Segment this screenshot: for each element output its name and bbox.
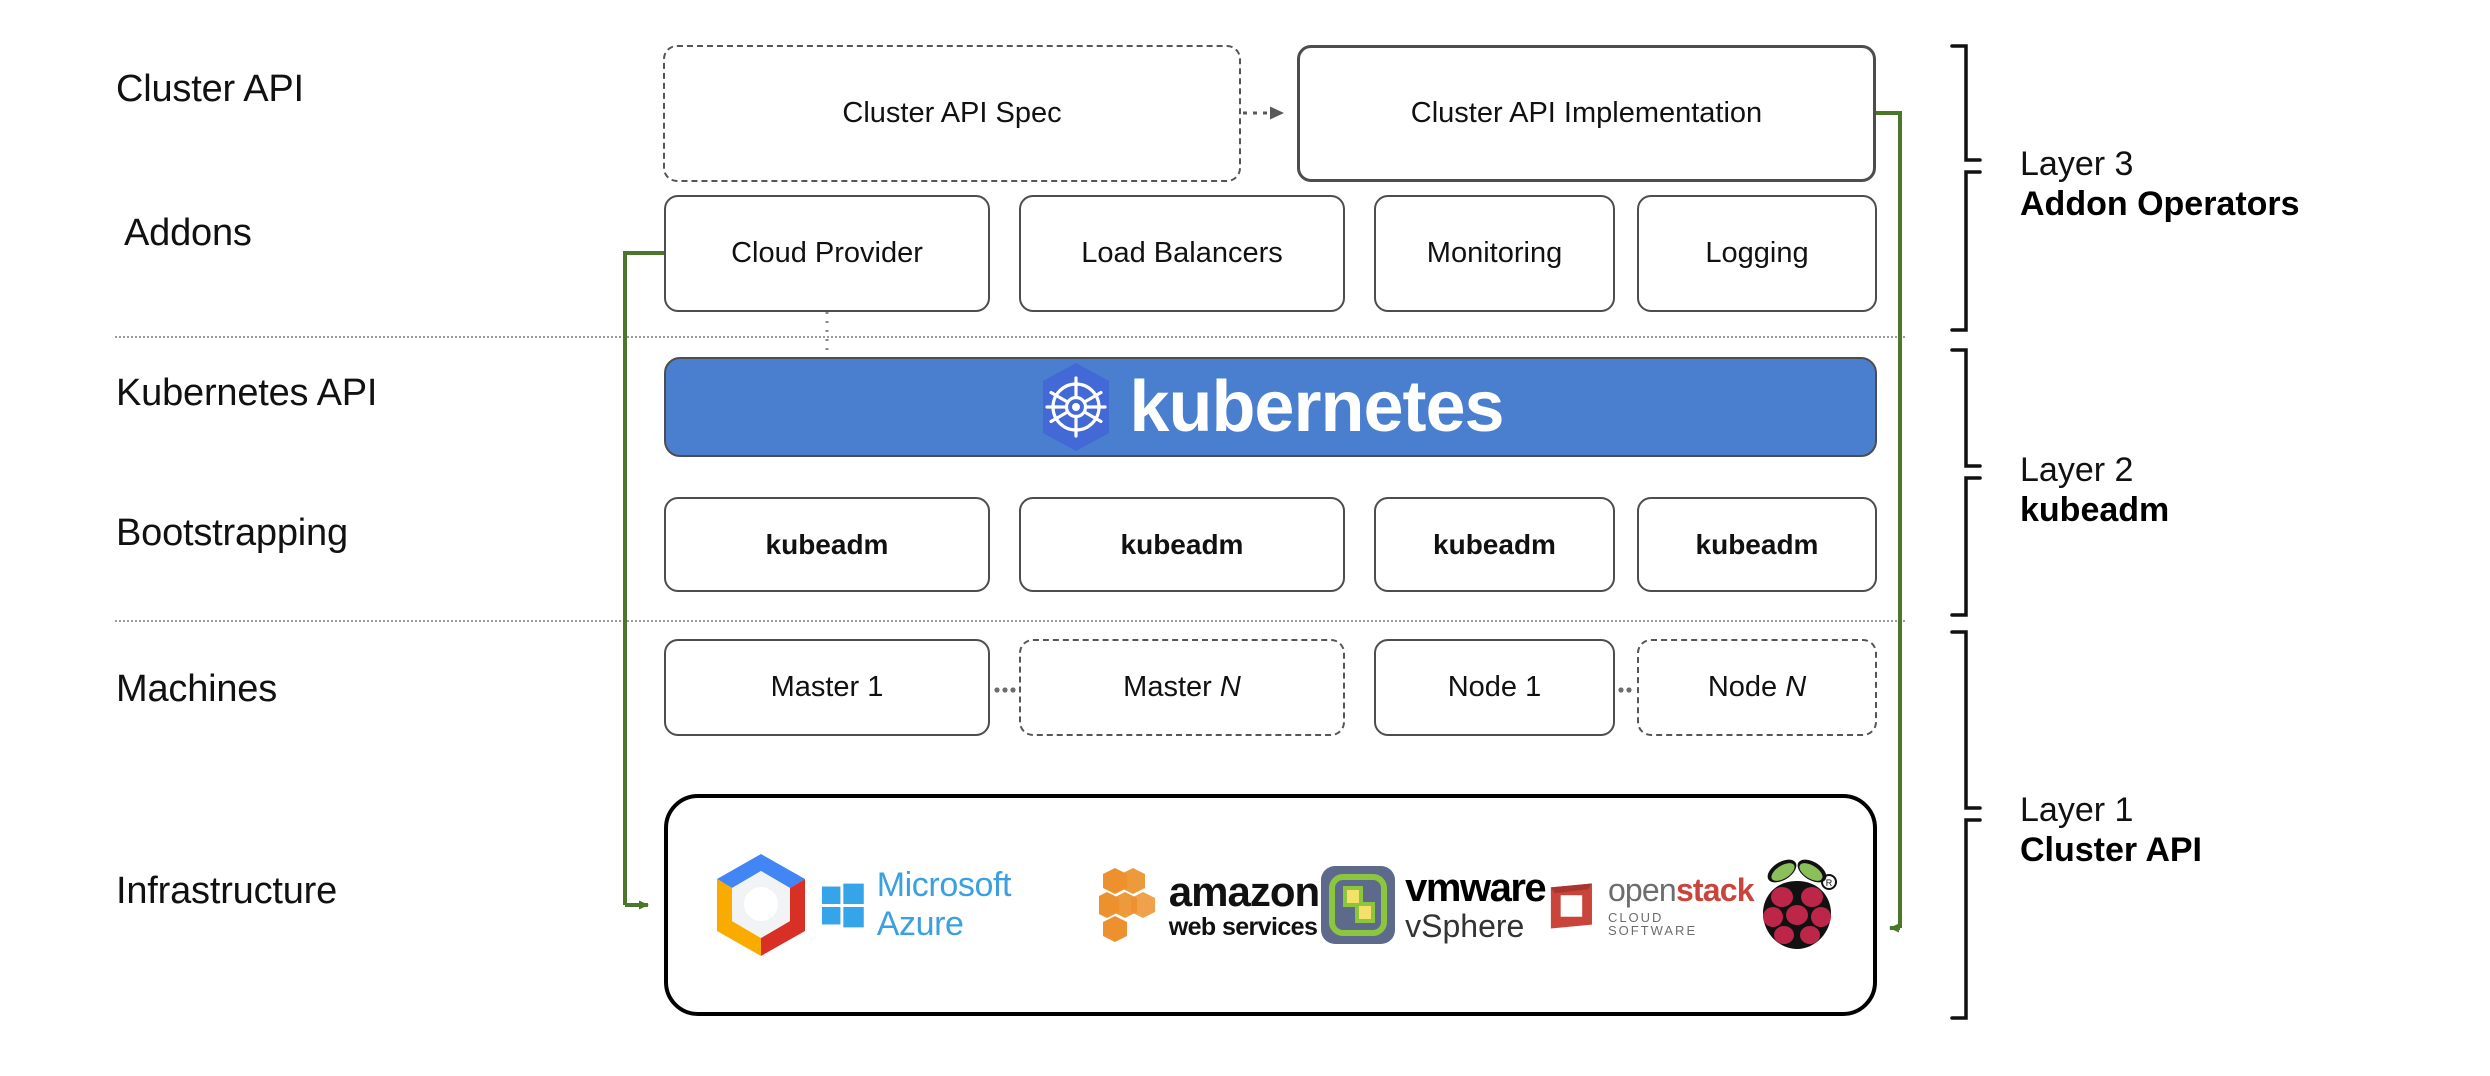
box-node-n[interactable]: Node N <box>1637 639 1877 736</box>
logo-label-azure: Microsoft Azure <box>876 866 1012 943</box>
logo-amazon-web-services: amazon web services <box>1098 850 1320 960</box>
box-logging[interactable]: Logging <box>1637 195 1877 312</box>
infrastructure-providers-box: Microsoft Azure amazon web services <box>664 794 1877 1016</box>
layer-name: kubeadm <box>2020 491 2170 530</box>
box-label: kubeadm <box>1120 528 1244 560</box>
logo-openstack: openstack CLOUD SOFTWARE <box>1545 850 1755 960</box>
box-kubeadm-3[interactable]: kubeadm <box>1374 497 1615 592</box>
layer-number: Layer 3 <box>2020 145 2134 183</box>
logo-label-vmware: vmware <box>1405 866 1546 910</box>
logo-vmware-vsphere: vmware vSphere <box>1319 850 1547 960</box>
box-label: Logging <box>1705 237 1809 269</box>
box-label: Cloud Provider <box>731 237 923 269</box>
box-load-balancers[interactable]: Load Balancers <box>1019 195 1345 312</box>
logo-label-amazon: amazon <box>1168 867 1320 915</box>
machines-ellipsis-1 <box>994 687 1016 693</box>
row-label-machines: Machines <box>116 668 278 710</box>
layer-label-1: Layer 1 Cluster API <box>2020 790 2202 870</box>
logo-label-vsphere: vSphere <box>1405 908 1525 944</box>
logo-label-cloud-software: CLOUD SOFTWARE <box>1607 909 1698 938</box>
box-label: kubeadm <box>1433 528 1556 560</box>
row-label-kubernetes-api: Kubernetes API <box>116 372 378 414</box>
box-label: Node N <box>1707 671 1807 703</box>
layer-label-2: Layer 2 kubeadm <box>2020 450 2169 530</box>
box-cloud-provider[interactable]: Cloud Provider <box>664 195 990 312</box>
box-label: Master N <box>1123 671 1241 703</box>
layer-label-3: Layer 3 Addon Operators <box>2020 144 2300 224</box>
green-connector-right <box>1876 111 1902 933</box>
logo-label-open: open <box>1607 871 1677 908</box>
box-label-italic: N <box>1785 671 1807 703</box>
machines-ellipsis-2 <box>1618 687 1632 693</box>
logo-raspberry-pi: R <box>1755 850 1839 960</box>
green-connector-left <box>623 251 664 910</box>
svg-text:R: R <box>1826 878 1833 888</box>
bracket-layer-2 <box>1950 348 1982 617</box>
box-kubeadm-2[interactable]: kubeadm <box>1019 497 1345 592</box>
box-label: Monitoring <box>1426 237 1563 269</box>
box-label: Node 1 <box>1447 671 1542 703</box>
logo-google-cloud-platform <box>702 850 820 960</box>
row-label-bootstrapping: Bootstrapping <box>116 512 348 554</box>
layer-number: Layer 1 <box>2020 791 2134 829</box>
box-label: Cluster API Spec <box>842 97 1062 129</box>
box-label: Master 1 <box>770 671 884 703</box>
box-master-1[interactable]: Master 1 <box>664 639 990 736</box>
box-master-n[interactable]: Master N <box>1019 639 1345 736</box>
layer-name: Cluster API <box>2020 831 2203 870</box>
logo-microsoft-azure: Microsoft Azure <box>820 850 1099 960</box>
separator-layer2-layer1 <box>115 620 1905 622</box>
kubernetes-api-banner[interactable]: kubernetes <box>664 357 1877 457</box>
row-label-cluster-api: Cluster API <box>116 68 304 110</box>
separator-layer3-layer2 <box>115 336 1905 338</box>
row-label-infrastructure: Infrastructure <box>116 870 338 912</box>
box-label-italic: N <box>1219 671 1241 703</box>
kubernetes-logo-icon <box>1037 361 1115 453</box>
box-cluster-api-implementation[interactable]: Cluster API Implementation <box>1297 45 1876 182</box>
logo-label-stack: stack <box>1675 871 1755 908</box>
box-kubeadm-4[interactable]: kubeadm <box>1637 497 1877 592</box>
box-label: Cluster API Implementation <box>1410 97 1763 129</box>
bracket-layer-3 <box>1950 44 1982 332</box>
layer-name: Addon Operators <box>2020 185 2300 224</box>
box-label: kubeadm <box>1695 528 1819 560</box>
row-label-addons: Addons <box>124 212 252 254</box>
kubernetes-wordmark: kubernetes <box>1129 367 1504 447</box>
layer-number: Layer 2 <box>2020 451 2134 489</box>
box-monitoring[interactable]: Monitoring <box>1374 195 1615 312</box>
box-node-1[interactable]: Node 1 <box>1374 639 1615 736</box>
box-kubeadm-1[interactable]: kubeadm <box>664 497 990 592</box>
box-cluster-api-spec[interactable]: Cluster API Spec <box>663 45 1241 182</box>
logo-label-webservices: web services <box>1168 912 1318 941</box>
bracket-layer-1 <box>1950 630 1982 1020</box>
box-label: Load Balancers <box>1081 237 1283 269</box>
box-label: kubeadm <box>765 528 889 560</box>
